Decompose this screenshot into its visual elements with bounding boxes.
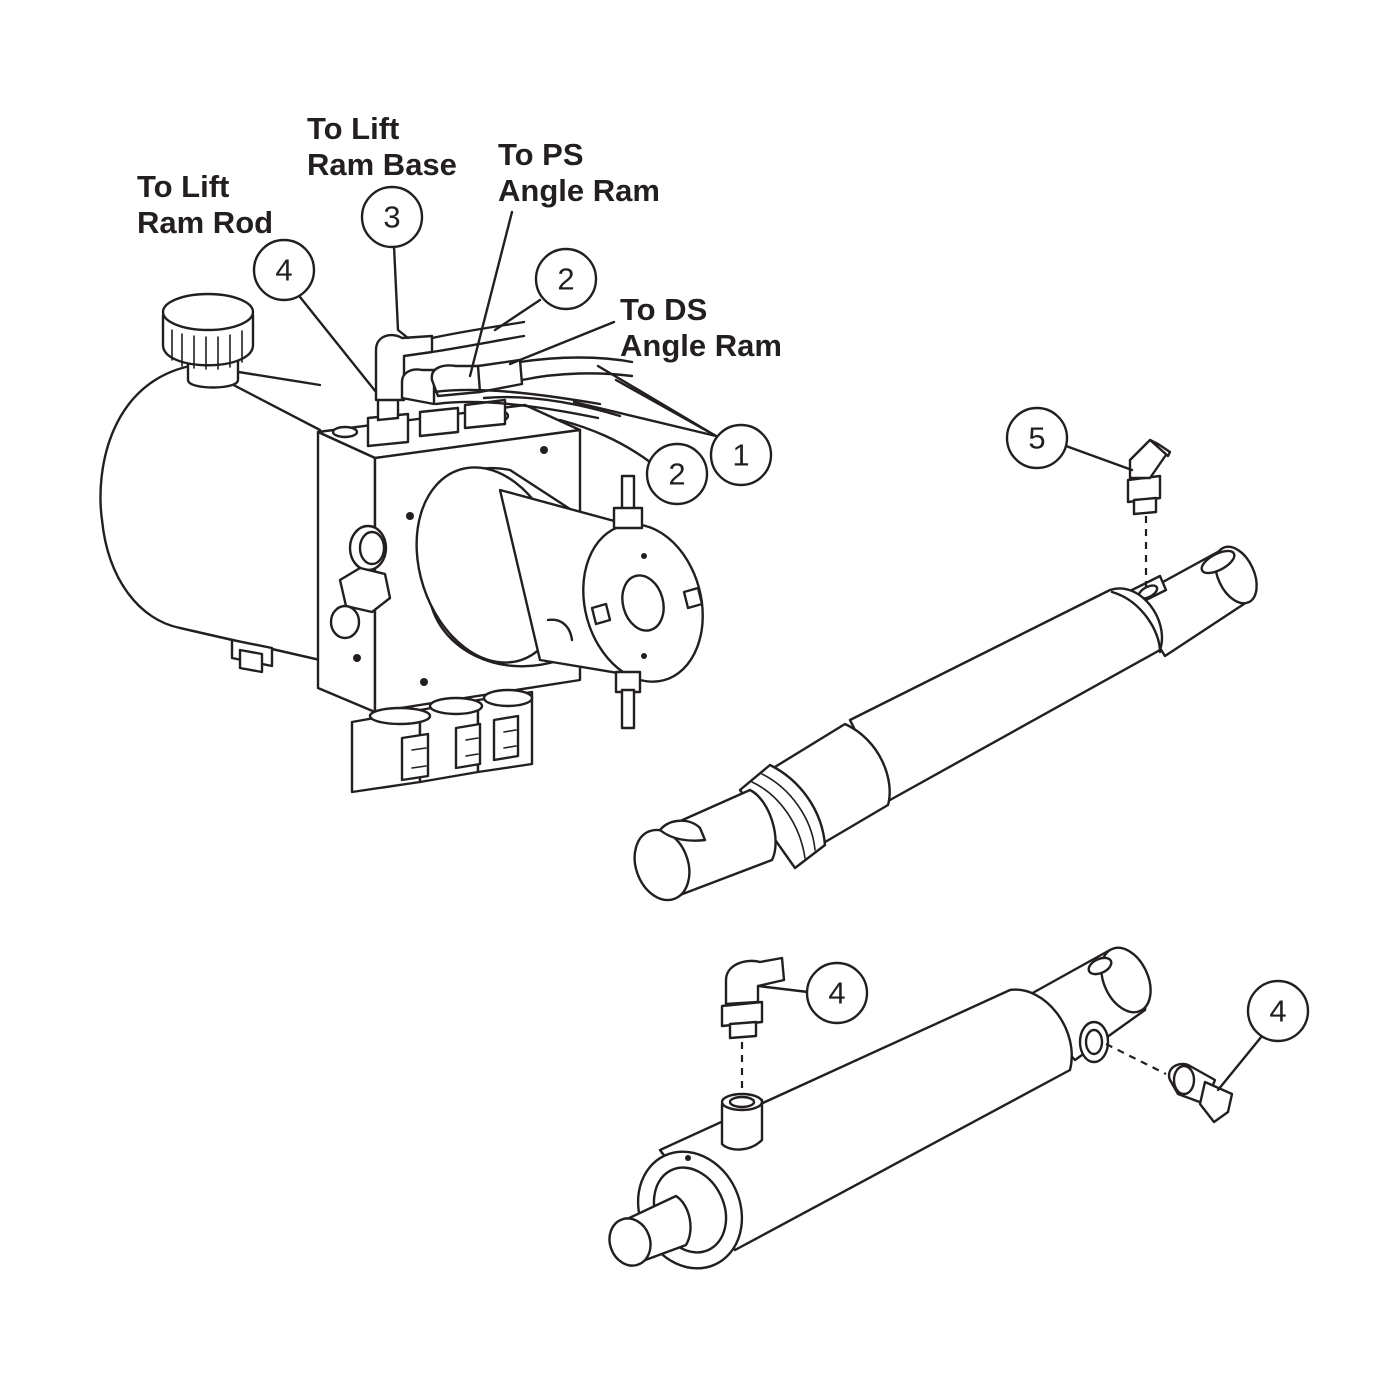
label-to-lift-ram-rod: To Lift Ram Rod: [137, 169, 273, 240]
callout-4-lift-ram-rod: 4: [252, 238, 378, 394]
label-lift-ram-base-line1: To Lift: [307, 111, 399, 146]
callout-5-angle-ram: 5: [1005, 406, 1134, 472]
label-ds-angle-ram-line2: Angle Ram: [620, 328, 782, 363]
callout-2-upper: 2: [493, 247, 598, 332]
callout-2-lower: 2: [558, 418, 709, 506]
solenoid-coils: [350, 688, 534, 794]
label-lift-ram-rod-line2: Ram Rod: [137, 205, 273, 240]
label-ps-angle-ram-line2: Angle Ram: [498, 173, 660, 208]
label-to-ps-angle-ram: To PS Angle Ram: [498, 137, 660, 208]
angle-ram-cylinder: [633, 545, 1258, 902]
label-to-ds-angle-ram: To DS Angle Ram: [620, 292, 782, 363]
lift-ram-cylinder: [608, 946, 1152, 1270]
manifold-fittings: [366, 334, 524, 448]
label-lift-ram-base-line2: Ram Base: [307, 147, 457, 182]
reservoir-tank: [99, 363, 322, 674]
callout-number: 2: [668, 457, 685, 492]
callout-number: 5: [1028, 421, 1045, 456]
callout-number: 4: [1269, 994, 1286, 1029]
callout-ds-leader: [508, 320, 616, 366]
callout-number: 4: [275, 253, 292, 288]
callout-4-lift-ram-side: 4: [1216, 979, 1310, 1092]
callout-4-lift-ram-top: 4: [756, 961, 869, 1025]
label-ds-angle-ram-line1: To DS: [620, 292, 707, 327]
filler-cap: [161, 292, 255, 389]
electric-motor: [415, 466, 704, 730]
label-ps-angle-ram-line1: To PS: [498, 137, 584, 172]
label-lift-ram-rod-line1: To Lift: [137, 169, 229, 204]
callout-1: 1: [572, 364, 773, 487]
callout-number: 1: [732, 438, 749, 473]
lift-ram-side-fitting: [1167, 1062, 1234, 1124]
label-to-lift-ram-base: To Lift Ram Base: [307, 111, 457, 182]
hydraulic-pump-unit: [99, 292, 704, 794]
callout-number: 3: [383, 200, 400, 235]
callout-number: 2: [557, 262, 574, 297]
lift-ram-top-fitting: [720, 956, 786, 1040]
callout-number: 4: [828, 976, 845, 1011]
hydraulic-hoses: [430, 320, 634, 420]
callout-ps-leader: [468, 210, 514, 378]
callout-3-lift-ram-base: 3: [360, 185, 424, 340]
lift-ram-side-dashed-line: [1105, 1043, 1167, 1075]
angle-ram-fitting: [1126, 438, 1172, 516]
